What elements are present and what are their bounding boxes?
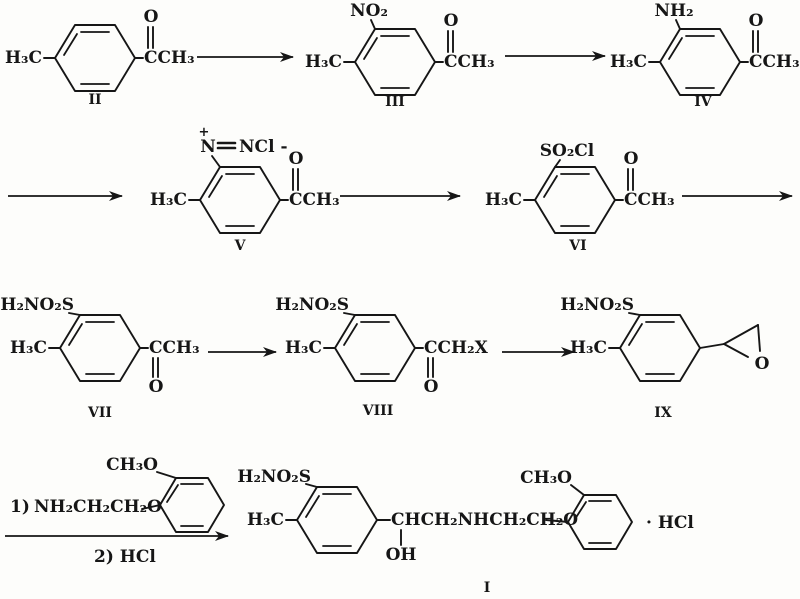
amino-label: NH₂	[654, 1, 693, 21]
acetyl-label: CCH₃	[289, 190, 340, 210]
acetyl-label: CCH₃	[149, 338, 200, 358]
hydrochloride-salt-label: · HCl	[646, 513, 694, 533]
sulfonamide-label: H₂NO₂S	[0, 295, 74, 315]
diazonium-n-label: N	[200, 137, 216, 157]
compound-number: II	[88, 92, 101, 108]
compound-number: VI	[568, 238, 586, 254]
acetyl-label: CCH₃	[749, 52, 800, 72]
carbonyl-oxygen-label: O	[624, 149, 639, 169]
double-bond	[543, 175, 558, 198]
epoxide-bond	[757, 324, 761, 352]
bond	[141, 504, 161, 510]
epoxide-bond	[723, 324, 759, 345]
methyl-label: H₃C	[247, 510, 284, 530]
compound-VI: H₃C SO₂Cl CCH₃ O VI	[485, 141, 675, 254]
step1-prefix-label: 1)	[10, 497, 30, 517]
carbonyl-oxygen-label: O	[149, 377, 164, 397]
sulfonamide-label: H₂NO₂S	[560, 295, 634, 315]
compound-IX: H₂NO₂S H₃C O IX	[560, 295, 769, 421]
double-bond	[63, 33, 78, 56]
compound-number: I	[484, 580, 491, 596]
bond	[343, 312, 356, 316]
bond	[675, 19, 681, 30]
bond	[554, 159, 561, 168]
methoxy-label: CH₃O	[520, 468, 572, 488]
carbonyl-oxygen-label: O	[424, 377, 439, 397]
bond	[211, 155, 221, 168]
bond	[699, 343, 725, 349]
benzene-ring	[54, 24, 136, 92]
sulfonamide-label: H₂NO₂S	[237, 467, 311, 487]
compound-number: IX	[654, 405, 672, 421]
double-bond	[628, 323, 643, 346]
benzene-ring	[659, 28, 741, 96]
benzene-ring	[534, 166, 616, 234]
benzene-ring	[296, 486, 378, 554]
hydroxyl-label: OH	[386, 545, 417, 565]
acetyl-label: CCH₃	[144, 48, 195, 68]
bond	[545, 519, 569, 523]
methyl-label: H₃C	[10, 338, 47, 358]
bond	[370, 19, 376, 30]
compound-IV: H₃C NH₂ CCH₃ O IV	[610, 1, 800, 110]
carbonyl-oxygen-label: O	[289, 149, 304, 169]
compound-number: VIII	[362, 403, 394, 419]
sulfonamide-label: H₂NO₂S	[275, 295, 349, 315]
benzene-ring	[354, 28, 436, 96]
epoxide-oxygen-label: O	[755, 354, 770, 374]
benzene-ring	[59, 314, 141, 382]
acetyl-label: CCH₃	[624, 190, 675, 210]
methyl-label: H₃C	[150, 190, 187, 210]
methyl-label: H₃C	[610, 52, 647, 72]
diazonium-plus-charge: +	[199, 125, 210, 140]
double-bond	[68, 323, 83, 346]
side-chain-label: CHCH₂NHCH₂CH₂O	[391, 510, 578, 530]
methyl-label: H₃C	[570, 338, 607, 358]
bond	[628, 312, 641, 316]
bond	[156, 471, 177, 479]
step2-label: 2) HCl	[94, 547, 156, 567]
methoxy-label: CH₃O	[106, 455, 158, 475]
methyl-label: H₃C	[485, 190, 522, 210]
carbonyl-oxygen-label: O	[144, 7, 159, 27]
diazonium-ncl-label: NCl -	[239, 137, 288, 157]
nitro-label: NO₂	[350, 1, 388, 21]
compound-II: H₃C CCH₃ O II	[5, 7, 195, 108]
compound-number: IV	[694, 94, 713, 110]
compound-number: VII	[87, 405, 112, 421]
methyl-label: H₃C	[5, 48, 42, 68]
bond	[305, 483, 318, 488]
final-step-reagents: 1) NH₂CH₂CH₂O CH₃O 2) HCl	[10, 455, 225, 567]
haloketone-label: CCH₂X	[424, 338, 489, 358]
bond	[570, 484, 585, 496]
sulfonyl-chloride-label: SO₂Cl	[540, 141, 595, 161]
benzene-ring	[619, 314, 701, 382]
double-bond	[343, 323, 358, 346]
double-bond	[574, 501, 587, 520]
benzene-ring	[159, 477, 225, 533]
benzene-ring	[199, 166, 281, 234]
methyl-label: H₃C	[285, 338, 322, 358]
double-bond	[208, 175, 223, 198]
carbonyl-oxygen-label: O	[749, 11, 764, 31]
compound-V: H₃C N + NCl - CCH₃ O V	[150, 125, 340, 254]
double-bond	[668, 37, 683, 60]
compound-I: H₂NO₂S H₃C CHCH₂NHCH₂CH₂O OH CH₃O · HCl …	[237, 467, 694, 596]
epoxide-bond	[723, 343, 749, 358]
benzene-ring	[334, 314, 416, 382]
double-bond	[363, 37, 378, 60]
compound-number: III	[385, 94, 405, 110]
compound-VII: H₂NO₂S H₃C CCH₃ O VII	[0, 295, 199, 421]
double-bond	[305, 495, 320, 518]
carbonyl-oxygen-label: O	[444, 11, 459, 31]
compound-III: H₃C NO₂ CCH₃ O III	[305, 1, 495, 110]
double-bond	[166, 484, 179, 503]
bond	[68, 312, 81, 316]
step1-amine-label: NH₂CH₂CH₂O	[34, 497, 162, 517]
methyl-label: H₃C	[305, 52, 342, 72]
acetyl-label: CCH₃	[444, 52, 495, 72]
compound-number: V	[234, 238, 247, 254]
compound-VIII: H₂NO₂S H₃C CCH₂X O VIII	[275, 295, 488, 419]
